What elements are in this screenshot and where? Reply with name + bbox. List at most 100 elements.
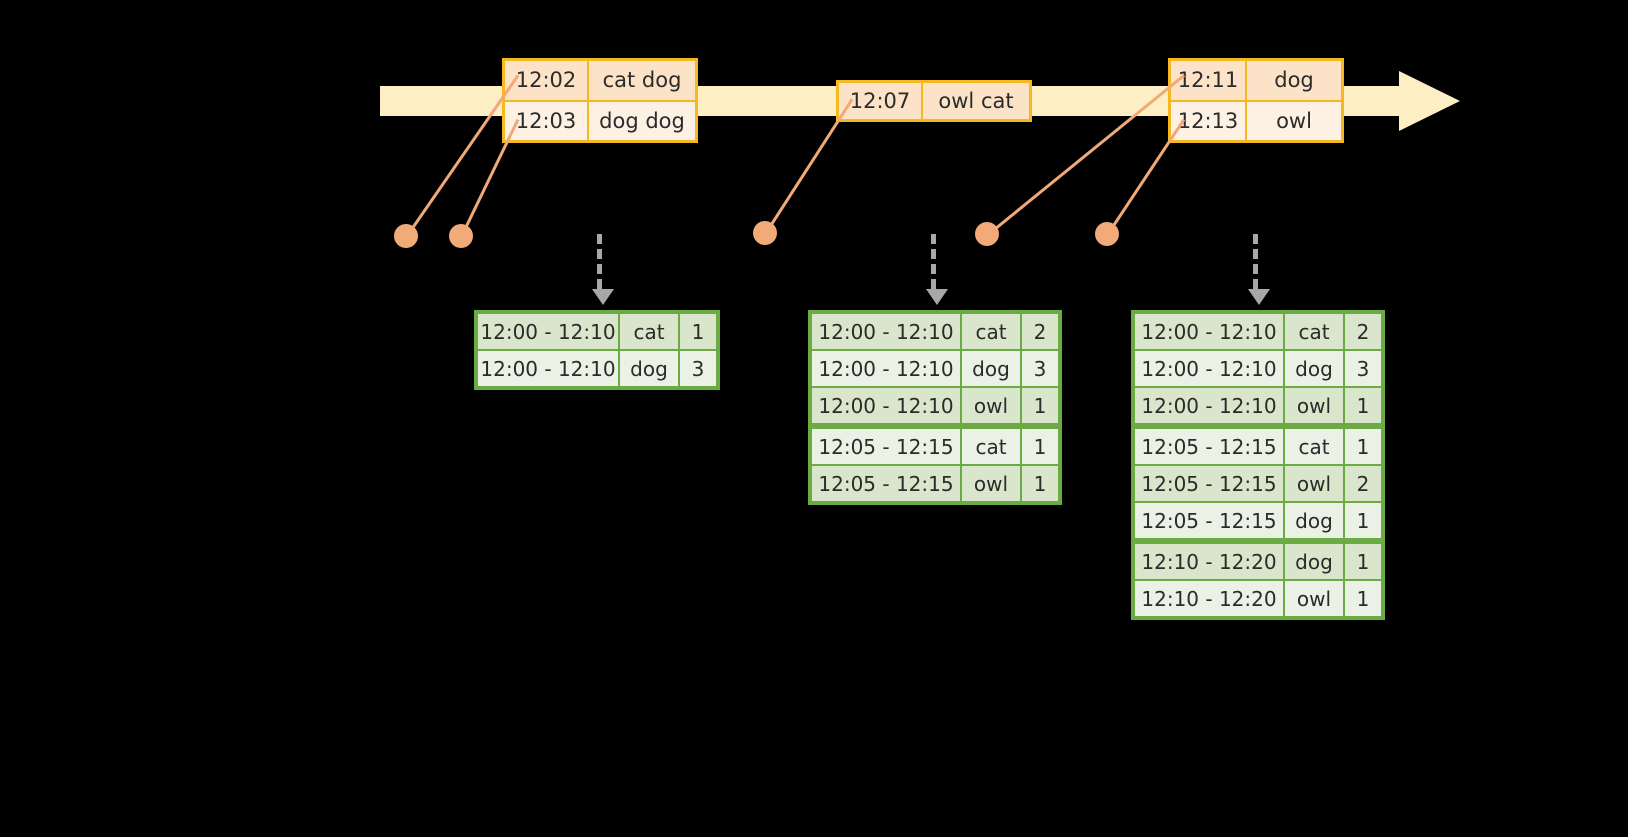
connector-dot[interactable] [449, 224, 473, 248]
count-cell: 1 [1345, 429, 1381, 464]
window-cell: 12:10 - 12:20 [1135, 544, 1283, 579]
event-row: 12:07 owl cat [839, 83, 1029, 119]
window-cell: 12:00 - 12:10 [478, 314, 618, 349]
event-row: 12:02 cat dog [505, 61, 695, 100]
window-cell: 12:00 - 12:10 [1135, 388, 1283, 423]
key-cell: dog [1285, 351, 1343, 386]
down-arrow-icon [592, 234, 614, 305]
key-cell: cat [962, 429, 1020, 464]
event-value: owl [1247, 101, 1341, 140]
arrow-stem [596, 234, 602, 289]
down-arrow-icon [1248, 234, 1270, 305]
count-cell: 1 [1345, 581, 1381, 616]
event-time: 12:02 [505, 61, 589, 100]
count-cell: 3 [1022, 351, 1058, 386]
connector-dot[interactable] [753, 221, 777, 245]
key-cell: owl [1285, 388, 1343, 423]
arrow-head [592, 289, 614, 305]
window-cell: 12:00 - 12:10 [1135, 351, 1283, 386]
arrow-head [1248, 289, 1270, 305]
window-cell: 12:05 - 12:15 [1135, 503, 1283, 538]
event-group-2[interactable]: 12:07 owl cat [836, 80, 1032, 122]
down-arrow-icon [926, 234, 948, 305]
event-row: 12:03 dog dog [505, 99, 695, 140]
count-cell: 1 [1022, 429, 1058, 464]
arrow-stem [930, 234, 936, 289]
window-cell: 12:00 - 12:10 [812, 351, 960, 386]
arrow-head [926, 289, 948, 305]
window-cell: 12:00 - 12:10 [812, 388, 960, 423]
count-cell: 2 [1345, 466, 1381, 501]
count-cell: 1 [1345, 503, 1381, 538]
window-cell: 12:05 - 12:15 [812, 429, 960, 464]
event-value: cat dog [589, 61, 695, 100]
count-cell: 3 [680, 351, 716, 386]
key-cell: dog [1285, 544, 1343, 579]
connector-line [459, 118, 520, 239]
connector-dot[interactable] [975, 222, 999, 246]
connector-line [1105, 118, 1186, 237]
event-time: 12:03 [505, 101, 589, 140]
window-cell: 12:00 - 12:10 [812, 314, 960, 349]
key-cell: cat [962, 314, 1020, 349]
event-row: 12:11 dog [1171, 61, 1341, 100]
key-cell: dog [620, 351, 678, 386]
key-cell: owl [962, 466, 1020, 501]
window-cell: 12:00 - 12:10 [478, 351, 618, 386]
count-cell: 2 [1022, 314, 1058, 349]
event-value: owl cat [923, 83, 1029, 119]
window-cell: 12:00 - 12:10 [1135, 314, 1283, 349]
window-cell: 12:05 - 12:15 [1135, 429, 1283, 464]
timeline-arrowhead-icon [1399, 71, 1460, 131]
key-cell: dog [962, 351, 1020, 386]
event-group-3[interactable]: 12:11 dog 12:13 owl [1168, 58, 1344, 143]
key-cell: owl [1285, 466, 1343, 501]
key-cell: owl [1285, 581, 1343, 616]
event-group-1[interactable]: 12:02 cat dog 12:03 dog dog [502, 58, 698, 143]
connector-dot[interactable] [394, 224, 418, 248]
count-cell: 1 [1345, 544, 1381, 579]
count-cell: 1 [1022, 466, 1058, 501]
key-cell: cat [620, 314, 678, 349]
event-time: 12:07 [839, 83, 923, 119]
key-cell: dog [1285, 503, 1343, 538]
window-cell: 12:05 - 12:15 [812, 466, 960, 501]
key-cell: cat [1285, 429, 1343, 464]
event-row: 12:13 owl [1171, 99, 1341, 140]
count-cell: 2 [1345, 314, 1381, 349]
count-cell: 1 [1022, 388, 1058, 423]
count-cell: 1 [1345, 388, 1381, 423]
arrow-stem [1252, 234, 1258, 289]
event-time: 12:11 [1171, 61, 1247, 100]
event-value: dog dog [589, 101, 695, 140]
connector-line [763, 98, 854, 236]
connector-dot[interactable] [1095, 222, 1119, 246]
count-cell: 3 [1345, 351, 1381, 386]
window-cell: 12:10 - 12:20 [1135, 581, 1283, 616]
event-value: dog [1247, 61, 1341, 100]
